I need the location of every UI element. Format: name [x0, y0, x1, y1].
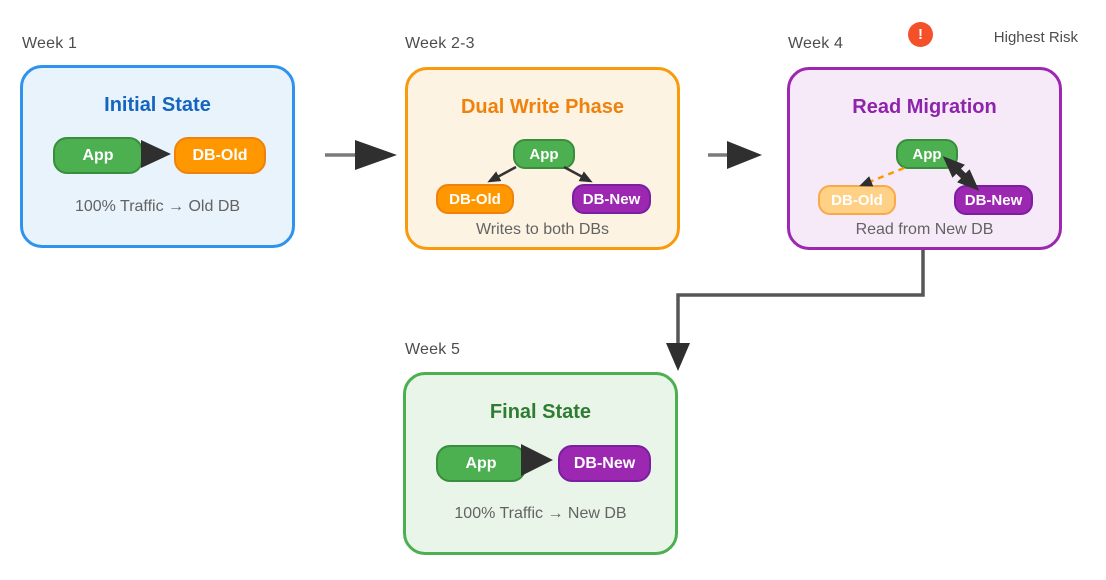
arrow-initial-to-dualwrite: [325, 140, 397, 170]
node-db-old-label: DB-Old: [192, 146, 248, 164]
arrow-dualwrite-to-readmigration: [708, 141, 762, 169]
highest-risk-label: Highest Risk: [993, 29, 1078, 46]
panel-initial-state-title: Initial State: [104, 94, 211, 116]
connector-path: [676, 250, 925, 344]
node-db-new-label: DB-New: [582, 190, 641, 208]
exclamation-glyph: !: [918, 26, 923, 43]
node-db-new: DB-New: [572, 184, 651, 214]
node-app-label: App: [529, 145, 559, 163]
arrow-head: [727, 141, 762, 169]
panel-dual-write: Dual Write Phase App DB-Old DB-New Write…: [405, 67, 680, 250]
connector-readmigration-to-finalstate: [666, 250, 925, 371]
connector-arrow-head: [666, 343, 690, 371]
node-db-new-label: DB-New: [573, 454, 636, 472]
node-app: App: [896, 139, 958, 169]
node-app-label: App: [465, 454, 497, 472]
panel-final-state-caption: 100% Traffic → New DB: [454, 505, 627, 522]
node-db-new-label: DB-New: [964, 191, 1023, 209]
week-label-4: Week 4: [788, 35, 844, 52]
panel-final-state-title: Final State: [489, 401, 592, 423]
panel-final-state: Final State App DB-New 100% Traffic → Ne…: [403, 372, 678, 555]
panel-read-migration: Read Migration App DB-Old DB-New Read fr…: [787, 67, 1062, 250]
week-label-2: Week 2-3: [405, 35, 475, 52]
panel-read-migration-title: Read Migration: [852, 96, 997, 118]
panel-initial-state: Initial State App DB-Old 100% Traffic → …: [20, 65, 295, 248]
node-db-old: DB-Old: [436, 184, 514, 214]
node-app: App: [513, 139, 575, 169]
week-label-5: Week 5: [405, 341, 461, 358]
week-label-1: Week 1: [22, 35, 78, 52]
node-db-old-label: DB-Old: [449, 190, 501, 208]
panel-dual-write-title: Dual Write Phase: [460, 96, 625, 118]
node-app: App: [436, 445, 526, 482]
panel-initial-state-caption: 100% Traffic → Old DB: [74, 198, 241, 215]
node-db-new: DB-New: [558, 445, 651, 482]
node-db-new: DB-New: [954, 185, 1033, 215]
node-app-label: App: [912, 145, 942, 163]
node-db-old: DB-Old: [174, 137, 266, 174]
node-app: App: [53, 137, 143, 174]
panel-dual-write-caption: Writes to both DBs: [475, 221, 610, 238]
node-app-label: App: [82, 146, 114, 164]
node-db-old-label: DB-Old: [831, 191, 883, 209]
exclamation-icon: !: [908, 22, 933, 47]
node-db-old-faded: DB-Old: [818, 185, 896, 215]
panel-read-migration-caption: Read from New DB: [855, 221, 994, 238]
arrow-head: [355, 140, 397, 170]
